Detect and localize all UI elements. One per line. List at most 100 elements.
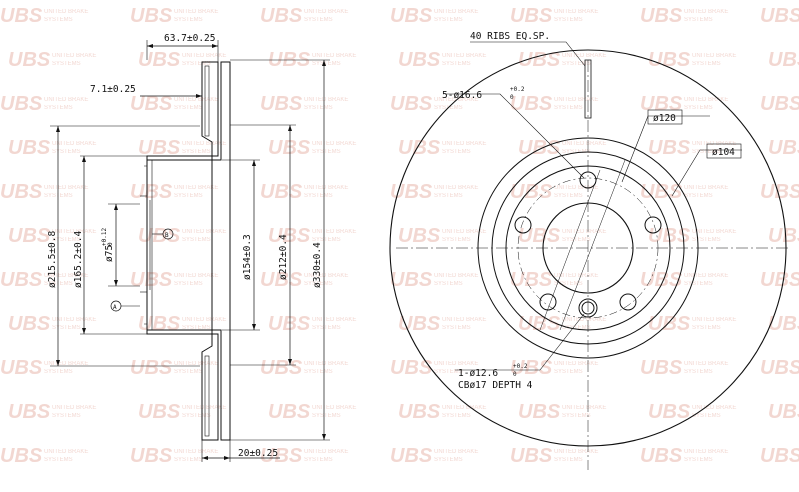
watermark-line1: UNITED BRAKE: [304, 9, 348, 15]
watermark-line1: UNITED BRAKE: [562, 405, 606, 411]
watermark-line1: UNITED BRAKE: [312, 53, 356, 59]
small-hole-counterbore: [578, 298, 598, 318]
bolt-hole: [514, 216, 532, 234]
watermark-line2: SYSTEMS: [684, 17, 713, 23]
watermark-line2: SYSTEMS: [52, 325, 81, 331]
watermark-line2: SYSTEMS: [434, 281, 463, 287]
watermark-logo: UBS: [268, 225, 311, 247]
datum-b-label: B: [165, 232, 169, 239]
watermark-logo: UBS: [510, 269, 553, 291]
bolt-holes-tol-upper: +0.2: [510, 86, 525, 93]
watermark-logo: UBS: [760, 269, 799, 291]
watermark-line1: UNITED BRAKE: [304, 449, 348, 455]
watermark-logo: UBS: [138, 49, 181, 71]
watermark-logo: UBS: [138, 137, 181, 159]
watermark-logo: UBS: [8, 313, 51, 335]
watermark-logo: UBS: [760, 357, 799, 379]
watermark-line1: UNITED BRAKE: [562, 53, 606, 59]
side-view: [50, 40, 330, 462]
watermark-logo: UBS: [130, 269, 173, 291]
watermark-line1: UNITED BRAKE: [174, 97, 218, 103]
watermark-logo: UBS: [8, 401, 51, 423]
watermark-line2: SYSTEMS: [692, 325, 721, 331]
pcd-104-frame: [706, 143, 742, 159]
watermark-line1: UNITED BRAKE: [52, 229, 96, 235]
watermark-line1: UNITED BRAKE: [562, 141, 606, 147]
watermark-line1: UNITED BRAKE: [52, 53, 96, 59]
counterbore-label: CBø17 DEPTH 4: [458, 380, 533, 391]
watermark-logo: UBS: [398, 225, 441, 247]
watermark-logo: UBS: [0, 5, 43, 27]
watermark-line2: SYSTEMS: [182, 61, 211, 67]
watermark-logo: UBS: [130, 5, 173, 27]
watermark-logo: UBS: [510, 357, 553, 379]
watermark-logo: UBS: [130, 445, 173, 467]
dia-330-label: ø330±0.4: [312, 242, 323, 288]
watermark-logo: UBS: [768, 137, 799, 159]
hat-thickness-label: 7.1±0.25: [90, 84, 136, 95]
pcd-120-circle: [517, 177, 659, 319]
watermark-line2: SYSTEMS: [312, 325, 341, 331]
watermark-line2: SYSTEMS: [442, 149, 471, 155]
watermark-logo: UBS: [8, 137, 51, 159]
watermark-line2: SYSTEMS: [44, 457, 73, 463]
watermark-line1: UNITED BRAKE: [692, 317, 736, 323]
watermark-logo: UBS: [640, 357, 683, 379]
watermark-line1: UNITED BRAKE: [554, 361, 598, 367]
front-view: [389, 41, 790, 470]
watermark-line1: UNITED BRAKE: [174, 449, 218, 455]
watermark-logo: UBS: [260, 5, 303, 27]
watermark-logo: UBS: [518, 137, 561, 159]
watermark-logo: UBS: [518, 401, 561, 423]
watermark-line1: UNITED BRAKE: [312, 317, 356, 323]
watermark-logo: UBS: [398, 49, 441, 71]
watermark-logo: UBS: [398, 313, 441, 335]
watermark-line1: UNITED BRAKE: [304, 273, 348, 279]
watermark-line1: UNITED BRAKE: [174, 9, 218, 15]
watermark-logo: UBS: [648, 49, 691, 71]
watermark-logo: UBS: [760, 5, 799, 27]
bolt-holes-label: 5-ø16.6: [442, 90, 482, 101]
watermark-line1: UNITED BRAKE: [44, 273, 88, 279]
watermark-logo: UBS: [768, 225, 799, 247]
watermark-line1: UNITED BRAKE: [434, 185, 478, 191]
watermark-logo: UBS: [640, 269, 683, 291]
watermark-line1: UNITED BRAKE: [434, 273, 478, 279]
watermark-line1: UNITED BRAKE: [52, 405, 96, 411]
watermark-logo: UBS: [390, 5, 433, 27]
watermark-line2: SYSTEMS: [684, 457, 713, 463]
watermark-line1: UNITED BRAKE: [684, 9, 728, 15]
watermark-line2: SYSTEMS: [434, 193, 463, 199]
watermark-logo: UBS: [510, 93, 553, 115]
watermark-line2: SYSTEMS: [554, 457, 583, 463]
watermark-line1: UNITED BRAKE: [562, 229, 606, 235]
dia-165-label: ø165.2±0.4: [73, 231, 84, 288]
watermark-line2: SYSTEMS: [562, 325, 591, 331]
watermark-logo: UBS: [130, 93, 173, 115]
watermark-logo: UBS: [268, 401, 311, 423]
watermark-line1: UNITED BRAKE: [182, 405, 226, 411]
watermark-line2: SYSTEMS: [684, 281, 713, 287]
watermark-line2: SYSTEMS: [442, 413, 471, 419]
watermark-line1: UNITED BRAKE: [684, 449, 728, 455]
hat-circle: [505, 165, 671, 331]
watermark-logo: UBS: [138, 401, 181, 423]
watermark-logo: UBS: [518, 49, 561, 71]
watermark-logo: UBS: [768, 401, 799, 423]
outer-edge-circle: [389, 49, 787, 447]
watermark-line2: SYSTEMS: [684, 369, 713, 375]
watermark-line2: SYSTEMS: [304, 457, 333, 463]
watermark-line1: UNITED BRAKE: [44, 9, 88, 15]
watermark-line2: SYSTEMS: [304, 105, 333, 111]
watermark-logo: UBS: [260, 93, 303, 115]
bolt-hole: [539, 293, 557, 311]
watermark-line1: UNITED BRAKE: [692, 405, 736, 411]
watermark-logo: UBS: [260, 357, 303, 379]
dia-75-tol-upper: +0.12: [101, 228, 108, 246]
watermark-logo: UBS: [398, 137, 441, 159]
watermark-logo: UBS: [268, 137, 311, 159]
watermark-logo: UBS: [510, 445, 553, 467]
watermark-line2: SYSTEMS: [174, 281, 203, 287]
bolt-hole: [644, 216, 662, 234]
